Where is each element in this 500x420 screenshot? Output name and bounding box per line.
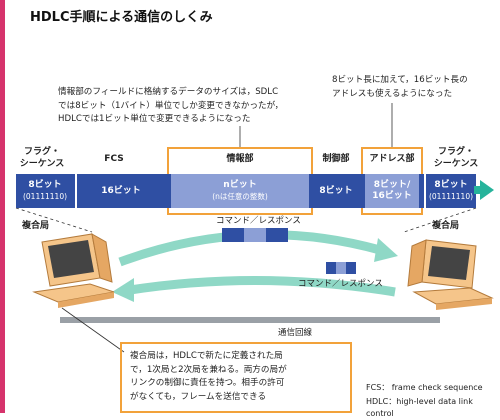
header-flag-left: フラグ・ シーケンス <box>19 147 65 169</box>
cell-separator <box>424 174 426 208</box>
frame-arrow-tail <box>474 186 482 194</box>
bottom-arrow-label: コマンド／レスポンス <box>298 279 383 289</box>
arrow-top-head <box>374 238 398 262</box>
cell-address: 8ビット/ 16ビット <box>365 174 419 208</box>
cell-flag-right-sub: (01111110) <box>428 192 474 201</box>
sidebar-accent <box>0 0 5 413</box>
frame-arrow-head <box>480 180 494 200</box>
legend-hdlc: HDLC：high-level data link control <box>366 397 473 418</box>
cell-info: nビット (nは任意の整数) <box>171 174 309 208</box>
cell-flag-left: 8ビット (01111110) <box>16 174 74 208</box>
arrow-bottom-head <box>112 278 134 302</box>
cell-flag-right-main: 8ビット <box>434 180 468 190</box>
left-station-label: 複合局 <box>22 221 50 231</box>
command-block-top <box>222 228 288 242</box>
right-computer-icon <box>407 239 494 310</box>
block-segment <box>244 228 266 242</box>
block-segment <box>326 262 336 274</box>
header-flag-right: フラグ・ シーケンス <box>433 147 479 169</box>
header-fcs: FCS <box>104 154 124 164</box>
block-segment <box>266 228 288 242</box>
block-segment <box>346 262 356 274</box>
cell-control: 8ビット <box>313 174 359 208</box>
cell-separator <box>75 174 77 208</box>
arrow-bottom-curve <box>129 275 396 297</box>
left-computer-icon <box>32 233 115 308</box>
frame-projection-left <box>15 207 93 233</box>
command-block-bottom <box>326 262 356 274</box>
cell-fcs-text: 16ビット <box>101 185 141 196</box>
cell-control-text: 8ビット <box>319 185 353 196</box>
communication-line-label: 通信回線 <box>278 328 313 338</box>
primary-station-note: 複合局は，HDLCで新たに定義された局 で，1次局と2次局を兼ねる。両方の局が … <box>120 342 352 413</box>
cell-flag-right: 8ビット (01111110) <box>426 174 476 208</box>
address-note: 8ビット長に加えて，16ビット長の アドレスも使えるようになった <box>332 75 468 99</box>
cell-fcs: 16ビット <box>77 174 165 208</box>
info-note: 情報部のフィールドに格納するデータのサイズは，SDLC では8ビット（1バイト）… <box>58 87 284 124</box>
header-address: アドレス部 <box>369 154 415 164</box>
right-station-label: 複合局 <box>432 221 460 231</box>
block-segment <box>222 228 244 242</box>
frame-projection-right <box>403 207 477 233</box>
cell-info-sub: (nは任意の整数) <box>212 192 268 201</box>
header-info: 情報部 <box>226 154 254 164</box>
cell-flag-left-main: 8ビット <box>28 180 62 190</box>
page-title: HDLC手順による通信のしくみ <box>30 10 213 25</box>
cell-address-text: 8ビット/ 16ビット <box>372 180 412 201</box>
legend-fcs: FCS： frame check sequence <box>366 383 483 392</box>
top-arrow-label: コマンド／レスポンス <box>216 216 301 226</box>
block-segment <box>336 262 346 274</box>
header-control: 制御部 <box>322 154 350 164</box>
cell-info-main: nビット <box>223 180 257 190</box>
cell-flag-left-sub: (01111110) <box>22 192 68 201</box>
